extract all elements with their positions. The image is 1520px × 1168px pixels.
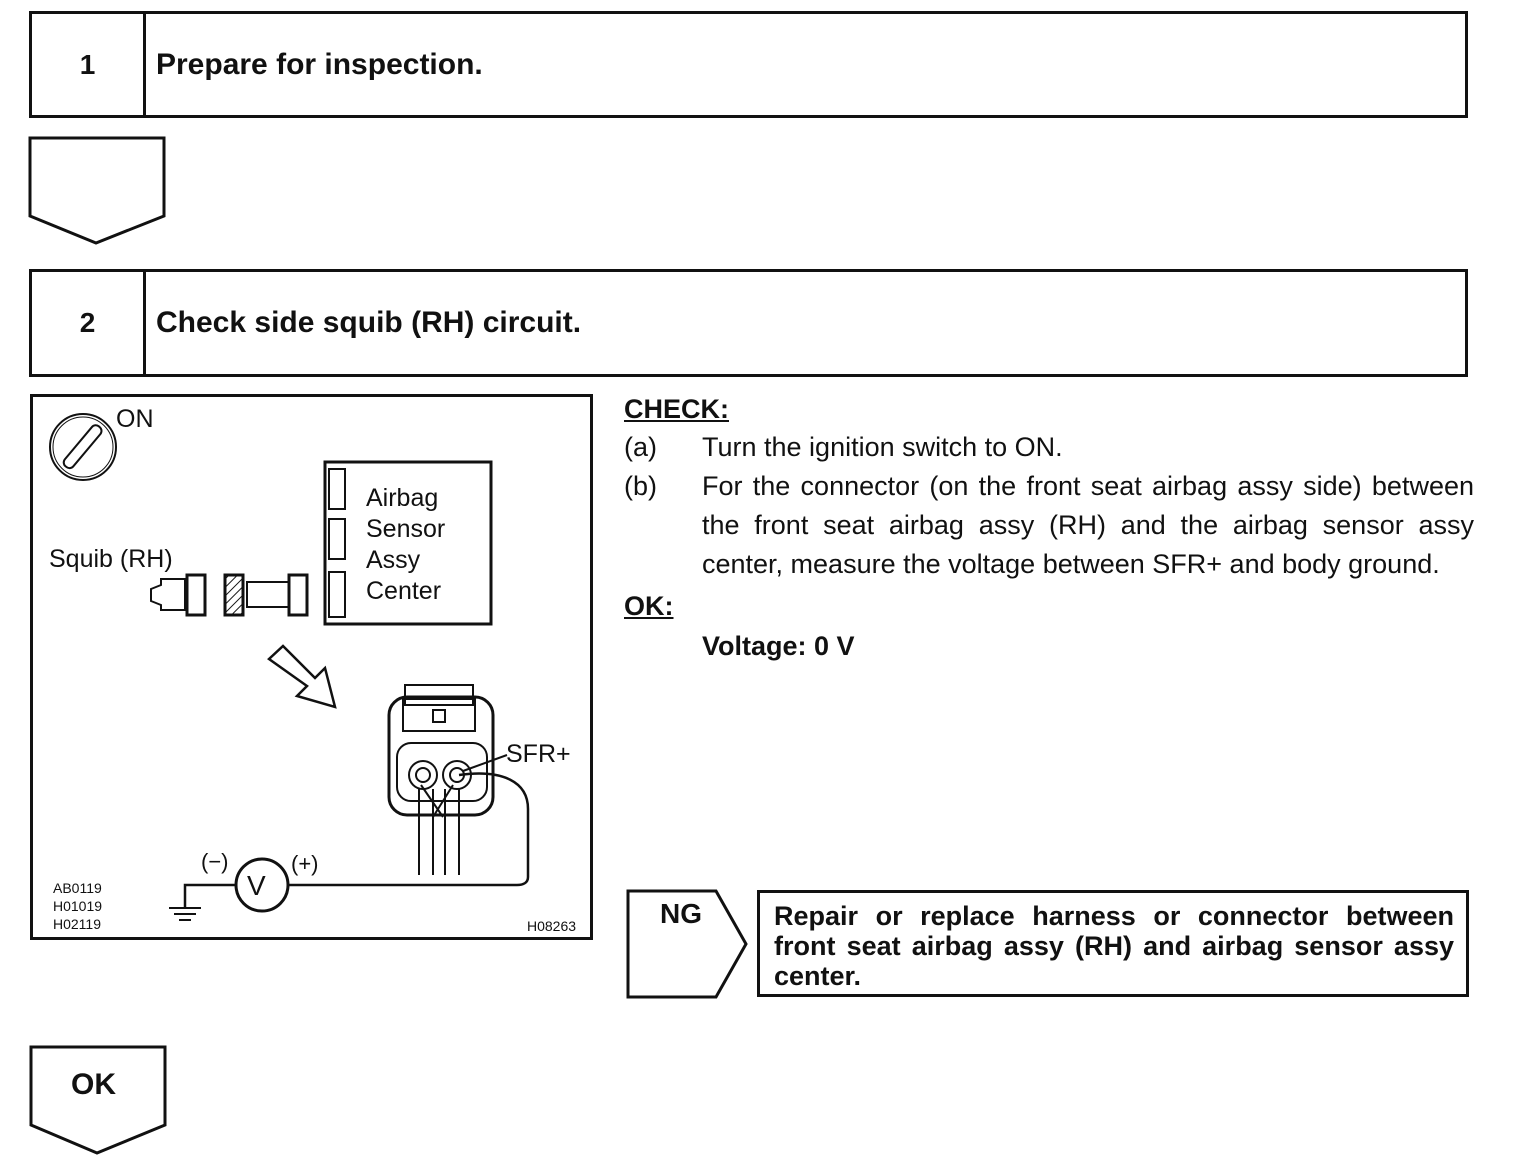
step-1-box: 1 Prepare for inspection. [29, 11, 1468, 118]
step-2-box: 2 Check side squib (RH) circuit. [29, 269, 1468, 377]
check-section: CHECK: (a) Turn the ignition switch to O… [624, 390, 1474, 666]
check-heading: CHECK: [624, 394, 729, 424]
ok-value: Voltage: 0 V [702, 631, 855, 661]
airbag-sensor-module-icon [323, 460, 493, 626]
check-item-label: (b) [624, 471, 657, 501]
step-1-title: Prepare for inspection. [156, 47, 483, 81]
switch-on-label: ON [116, 405, 154, 433]
ok-flow-arrow-icon [29, 1045, 167, 1155]
squib-label: Squib (RH) [49, 545, 173, 573]
direction-arrow-icon [267, 644, 337, 709]
module-label-line-2: Sensor [366, 515, 446, 543]
module-label-line-3: Assy [366, 546, 421, 574]
sfr-terminal-label: SFR+ [506, 740, 571, 768]
ignition-switch-icon [49, 413, 117, 481]
meter-minus-label: (−) [201, 849, 229, 874]
module-label-line-1: Airbag [366, 484, 439, 512]
check-item-text: For the connector (on the front seat air… [702, 471, 1474, 579]
figure-code: H08263 [527, 918, 577, 934]
wiring-diagram [49, 413, 530, 921]
step-2-title: Check side squib (RH) circuit. [156, 306, 582, 339]
connector-face-icon [387, 684, 508, 875]
ng-label: NG [660, 898, 702, 929]
flow-arrow-icon [28, 136, 166, 245]
ref-code-2: H01019 [53, 898, 103, 914]
module-label-line-4: Center [366, 577, 442, 605]
wiring-figure: ON Airbag Sensor Assy Center Squib (RH) … [30, 394, 593, 940]
ref-code-3: H02119 [53, 916, 102, 932]
check-item-text: Turn the ignition switch to ON. [702, 432, 1063, 462]
voltmeter-circuit [169, 772, 530, 921]
step-1-number: 1 [32, 14, 146, 115]
ok-flow-label: OK [71, 1068, 116, 1101]
check-item-label: (a) [624, 432, 657, 462]
ng-arrow-icon [626, 889, 748, 999]
meter-plus-label: (+) [291, 851, 319, 876]
squib-connector-icon [150, 573, 309, 617]
ref-code-1: AB0119 [53, 880, 102, 896]
ng-action-text: Repair or replace harness or connector b… [757, 890, 1469, 997]
voltmeter-symbol: V [247, 870, 266, 901]
check-item-a: (a) Turn the ignition switch to ON. [624, 428, 1474, 467]
step-2-number: 2 [32, 272, 146, 374]
ok-heading: OK: [624, 591, 674, 621]
check-item-b: (b) For the connector (on the front seat… [624, 467, 1474, 584]
